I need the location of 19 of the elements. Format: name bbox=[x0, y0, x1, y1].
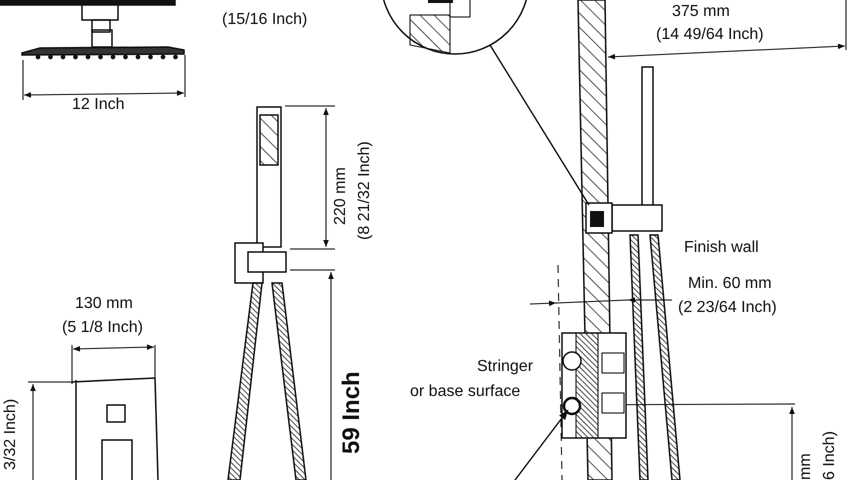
dimension-label: (8 21/32 Inch) bbox=[357, 141, 373, 240]
part-label: or base surface bbox=[410, 384, 520, 400]
dimension-label: (5 1/8 Inch) bbox=[62, 320, 143, 336]
dimension-label: 3/32 Inch) bbox=[3, 398, 19, 470]
part-label: Finish wall bbox=[684, 240, 759, 256]
leader-arrow bbox=[514, 410, 569, 480]
part-label: Stringer bbox=[477, 359, 534, 375]
dimension-label: Min. 60 mm bbox=[688, 276, 772, 292]
dimension-label: 12 Inch bbox=[72, 97, 124, 113]
dimension-label: 59 Inch bbox=[340, 371, 364, 454]
dimension-label: 220 mm bbox=[333, 167, 349, 225]
dimension-label: (2 23/64 Inch) bbox=[678, 300, 777, 316]
dimension-label: 130 mm bbox=[75, 296, 133, 312]
dimension-label: (15/16 Inch) bbox=[222, 12, 308, 28]
leader-line bbox=[489, 44, 590, 206]
dimension-label: 6 Inch) bbox=[822, 431, 838, 480]
dimension-label: (14 49/64 Inch) bbox=[656, 27, 764, 43]
dimension-label: mm bbox=[798, 453, 814, 480]
dimension-label: 375 mm bbox=[672, 4, 730, 20]
